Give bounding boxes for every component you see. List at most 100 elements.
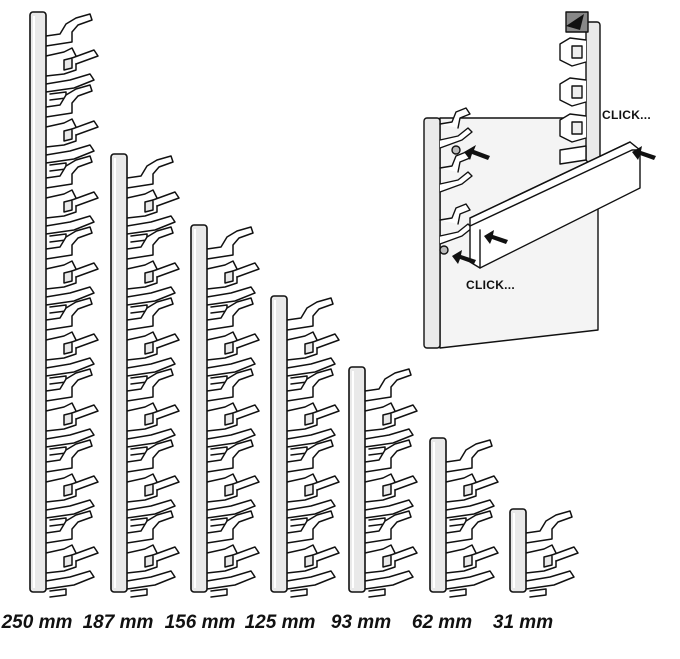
clip-part [71, 191, 99, 207]
clip-part [71, 49, 99, 65]
clip-part [71, 333, 99, 349]
clip-part [63, 483, 73, 497]
clip-part [126, 499, 176, 519]
clip-part [286, 439, 334, 473]
clip-part [445, 499, 495, 519]
clip-part [445, 570, 495, 590]
clip-part [144, 199, 154, 213]
clip-part [45, 499, 95, 519]
clip-part [312, 475, 340, 491]
strip-bar [270, 295, 288, 593]
clip-part [126, 226, 174, 260]
clip-part [71, 475, 99, 491]
strip-7 [509, 508, 579, 598]
clip-part [126, 297, 174, 331]
clip-part [126, 357, 176, 377]
clip-part [152, 546, 180, 562]
strip-1 [29, 11, 99, 598]
clip-part [63, 412, 73, 426]
arrow-icon [484, 230, 508, 244]
clip-part [368, 588, 386, 598]
clip-part [152, 404, 180, 420]
clip-part [144, 270, 154, 284]
clip-part [45, 84, 93, 118]
clip-part [286, 297, 334, 331]
click-callout-bottom: CLICK... [466, 278, 516, 292]
clip-part [364, 428, 414, 448]
clip-part [45, 226, 93, 260]
clip-part [390, 475, 418, 491]
strip-length-label: 250 mm [1, 612, 73, 633]
clip-part [126, 439, 174, 473]
clip-part [232, 404, 260, 420]
clip-part [152, 333, 180, 349]
upper-strip-clips [559, 37, 587, 165]
strip-4 [270, 295, 340, 598]
clip-part [126, 155, 174, 189]
clip-part [286, 570, 336, 590]
clip-part [126, 570, 176, 590]
clip-part [390, 404, 418, 420]
clip-part [304, 554, 314, 568]
clip-part [382, 554, 392, 568]
clip-part [206, 439, 254, 473]
strip-length-label: 156 mm [164, 612, 236, 633]
clip-part [206, 357, 256, 377]
clip-part [152, 262, 180, 278]
clip-part [63, 199, 73, 213]
strip-bar [509, 508, 527, 593]
arrow-icon [566, 14, 584, 30]
clip-part [71, 120, 99, 136]
clip-part [49, 588, 67, 598]
strip-bar [29, 11, 47, 593]
click-callout-top: CLICK... [602, 108, 652, 122]
clip-part [364, 499, 414, 519]
clip-part [224, 483, 234, 497]
clip-part [144, 554, 154, 568]
clip-part [63, 128, 73, 142]
strip-6 [429, 437, 499, 598]
clip-part [286, 510, 334, 544]
assembly-strip [423, 117, 441, 349]
clip-part [525, 510, 573, 544]
clip-part [382, 412, 392, 426]
arrow-icon [452, 250, 476, 264]
clip-part [206, 570, 256, 590]
clip-part [382, 483, 392, 497]
clip-part [126, 368, 174, 402]
clip-part [463, 554, 473, 568]
clip-part [232, 546, 260, 562]
clip-part [206, 428, 256, 448]
clip-part [152, 475, 180, 491]
clip-part [210, 588, 228, 598]
clip-part [232, 262, 260, 278]
clip-part [130, 588, 148, 598]
clip-part [144, 483, 154, 497]
clip-part [312, 333, 340, 349]
clip-part [126, 428, 176, 448]
clip-part [224, 270, 234, 284]
clip-part [206, 226, 254, 260]
clip-part [449, 588, 467, 598]
clip-part [152, 191, 180, 207]
clip-part [551, 546, 579, 562]
clip-part [126, 215, 176, 235]
clip-part [224, 341, 234, 355]
clip-part [45, 297, 93, 331]
clip-part [286, 368, 334, 402]
clip-part [71, 404, 99, 420]
clip-part [45, 155, 93, 189]
clip-part [206, 499, 256, 519]
clip-part [286, 357, 336, 377]
clip-part [45, 428, 95, 448]
clip-part [224, 412, 234, 426]
strip-length-label: 187 mm [82, 612, 154, 633]
strip-length-label: 31 mm [492, 612, 554, 633]
clip-part [45, 357, 95, 377]
clip-part [445, 439, 493, 473]
clip-part [144, 412, 154, 426]
clip-part [364, 570, 414, 590]
clip-part [63, 270, 73, 284]
clip-part [206, 297, 254, 331]
